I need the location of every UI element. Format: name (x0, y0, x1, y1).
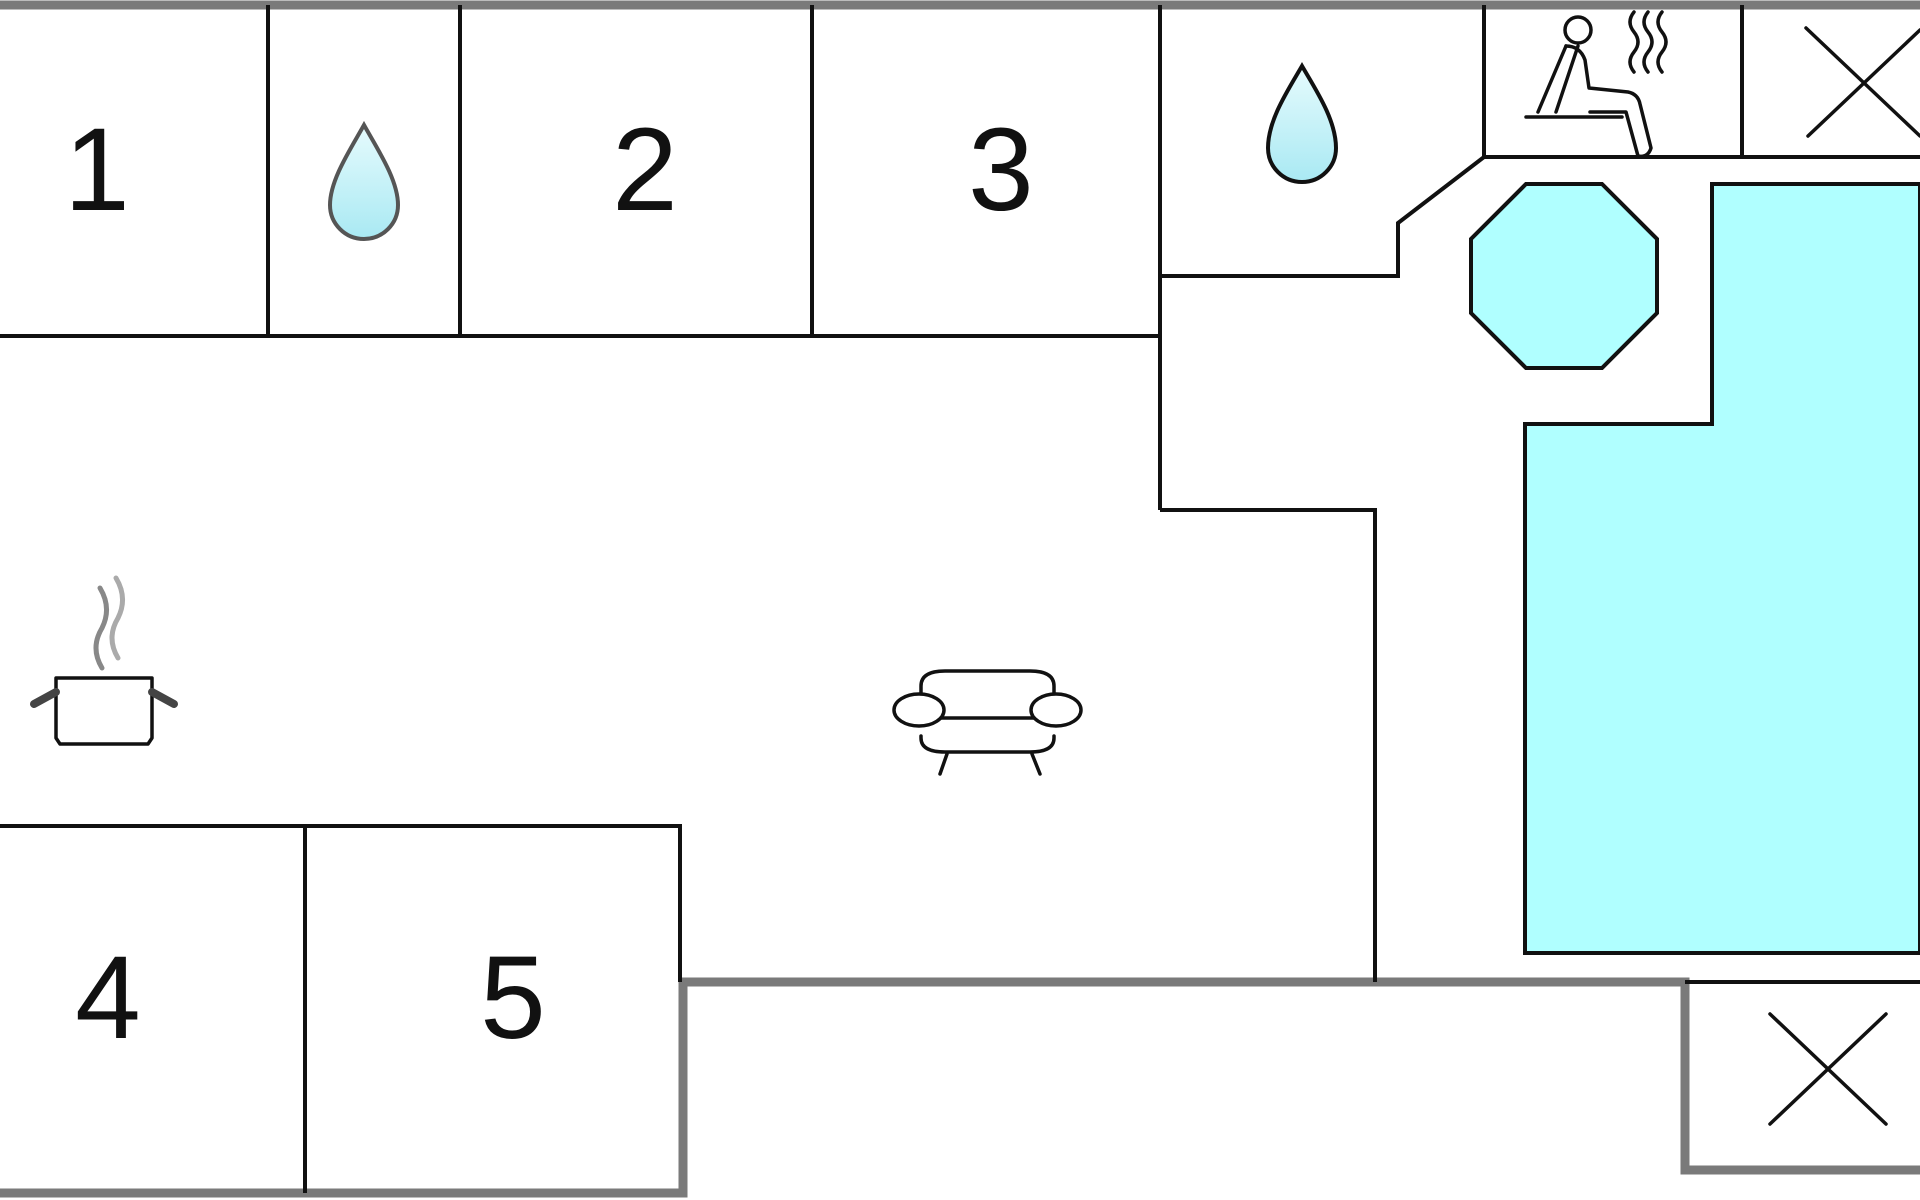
water-drop-icon (327, 120, 401, 241)
sauna-icon (1524, 10, 1668, 159)
swimming-pool (1523, 182, 1920, 955)
cross-icon (1768, 1012, 1888, 1126)
hot-tub-icon (1469, 182, 1659, 370)
water-drop-icon (1265, 62, 1339, 184)
interior-walls (0, 5, 1920, 1193)
room-label-3: 3 (968, 104, 1034, 236)
room-label-5: 5 (480, 932, 546, 1064)
room-label-2: 2 (612, 104, 678, 236)
room-label-1: 1 (64, 104, 130, 236)
cross-icon (1804, 26, 1920, 138)
cooking-pot-icon (30, 575, 178, 746)
room-label-4: 4 (75, 932, 141, 1064)
sofa-icon (892, 669, 1083, 776)
room-labels: 1 2 3 4 5 (64, 104, 1034, 1064)
